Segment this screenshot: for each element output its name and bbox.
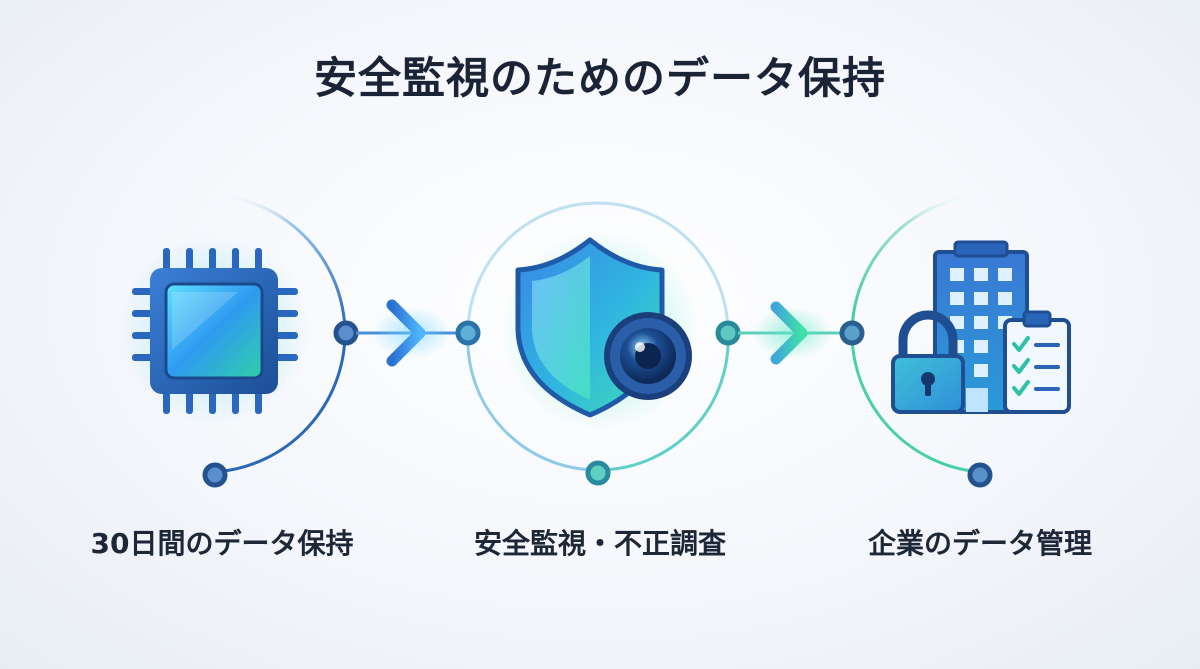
building-lock-checklist-icon [891,240,1071,414]
step-1-node-bottom [202,462,228,488]
step-3-node-left [839,320,865,346]
step-1-ring [202,193,359,488]
step-2-ring [455,201,741,486]
step-1-node-right [333,320,359,346]
shield-camera-icon [500,230,700,430]
step-2-label: 安全監視・不正調査 [473,527,726,560]
page-title: 安全監視のためのデータ保持 [314,54,886,104]
microchip-icon [120,235,310,425]
arrow-2-to-3 [738,301,848,365]
step-2-node-right [715,320,741,346]
step-3-node-bottom [967,462,993,488]
step-2-node-bottom [585,460,611,486]
step-2-node-left [455,320,481,346]
step-3-label: 企業のデータ管理 [867,527,1092,560]
step-3-ring [839,193,993,488]
step-1-label: 30日間のデータ保持 [90,527,354,560]
arrow-1-to-2 [356,299,460,367]
